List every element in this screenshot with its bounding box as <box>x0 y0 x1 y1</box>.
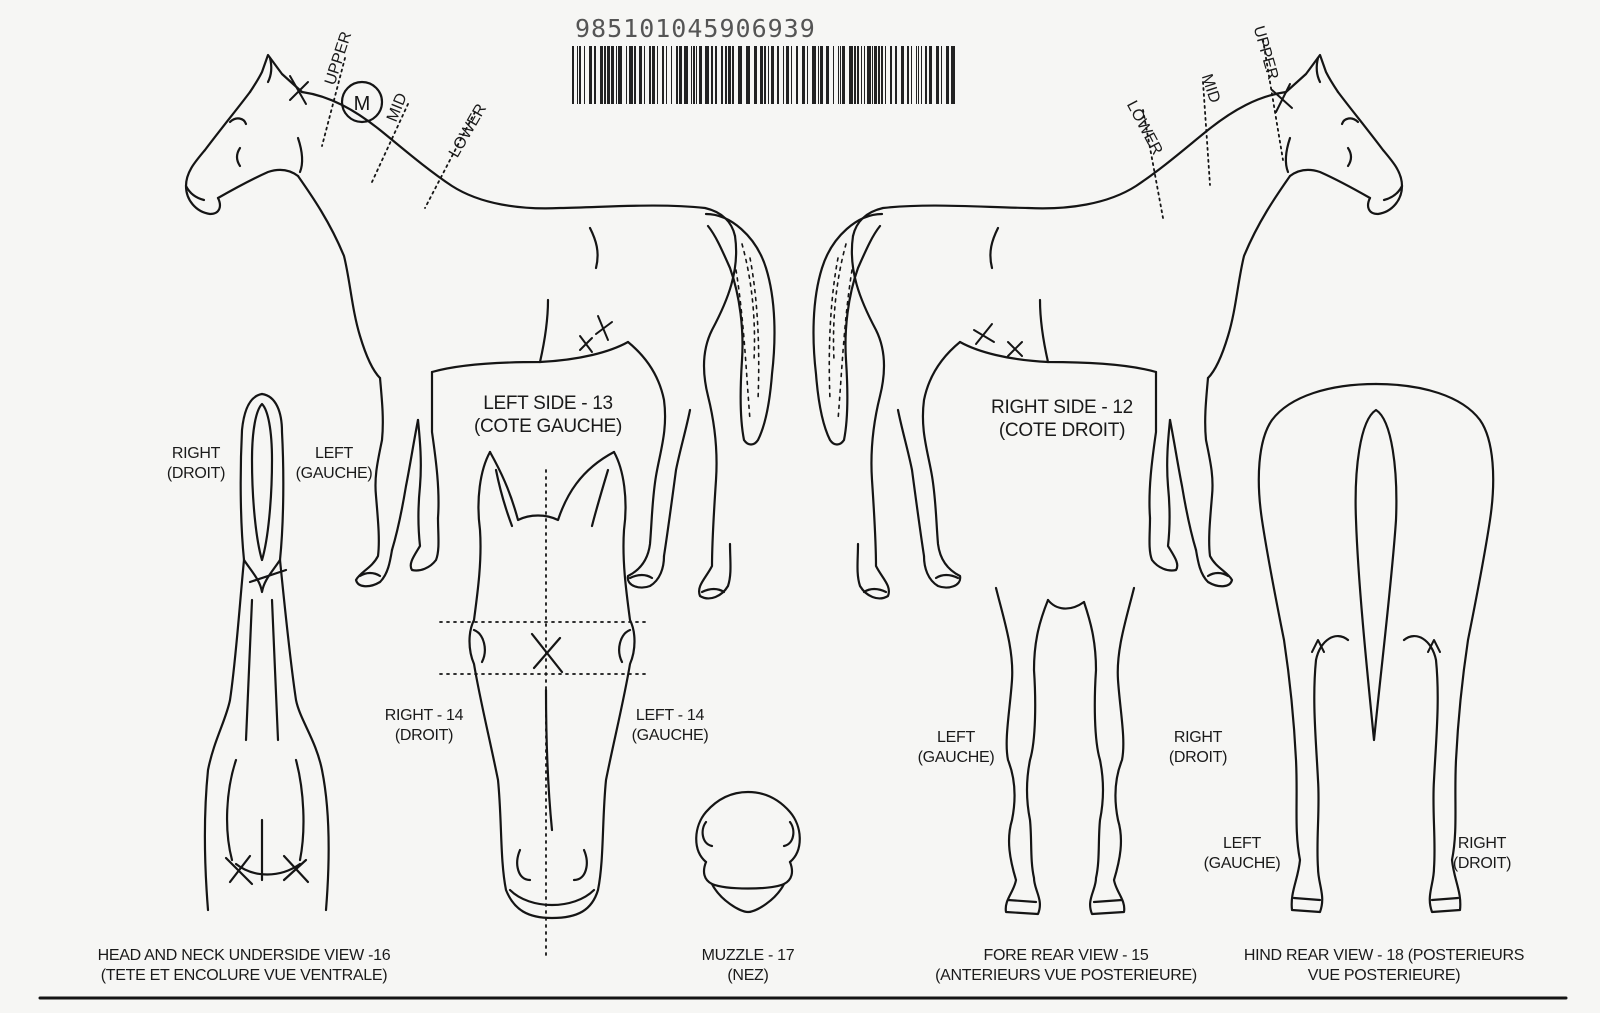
hind-right-label: RIGHT(DROIT) <box>1452 835 1512 872</box>
muzzle-caption: MUZZLE - 17(NEZ) <box>701 947 795 984</box>
muzzle-view <box>695 790 801 914</box>
left-side-horse <box>184 53 776 600</box>
hind-left-label: LEFT(GAUCHE) <box>1203 835 1281 872</box>
marking-letter: M <box>354 93 371 115</box>
underside-left-label: LEFT(GAUCHE) <box>295 445 373 482</box>
fore-rear-caption: FORE REAR VIEW - 15(ANTERIEURS VUE POSTE… <box>935 947 1197 984</box>
underside-right-label: RIGHT(DROIT) <box>166 445 226 482</box>
underside-caption: HEAD AND NECK UNDERSIDE VIEW -16(TETE ET… <box>97 947 391 984</box>
right-side-title: RIGHT SIDE - 12(COTE DROIT) <box>991 397 1133 441</box>
fore-left-label: LEFT(GAUCHE) <box>917 729 995 766</box>
barcode-number: 985101045906939 <box>575 14 816 43</box>
fore-rear-view <box>994 586 1136 916</box>
head-left-label: LEFT - 14(GAUCHE) <box>631 707 709 744</box>
barcode <box>572 46 955 104</box>
fore-right-label: RIGHT(DROIT) <box>1168 729 1228 766</box>
right-side-horse <box>812 39 1404 600</box>
head-front-view <box>439 450 651 961</box>
underside-view <box>203 392 330 912</box>
head-right-label: RIGHT - 14(DROIT) <box>384 707 464 744</box>
hind-rear-view <box>1257 382 1495 914</box>
left-side-title: LEFT SIDE - 13(COTE GAUCHE) <box>473 393 623 437</box>
